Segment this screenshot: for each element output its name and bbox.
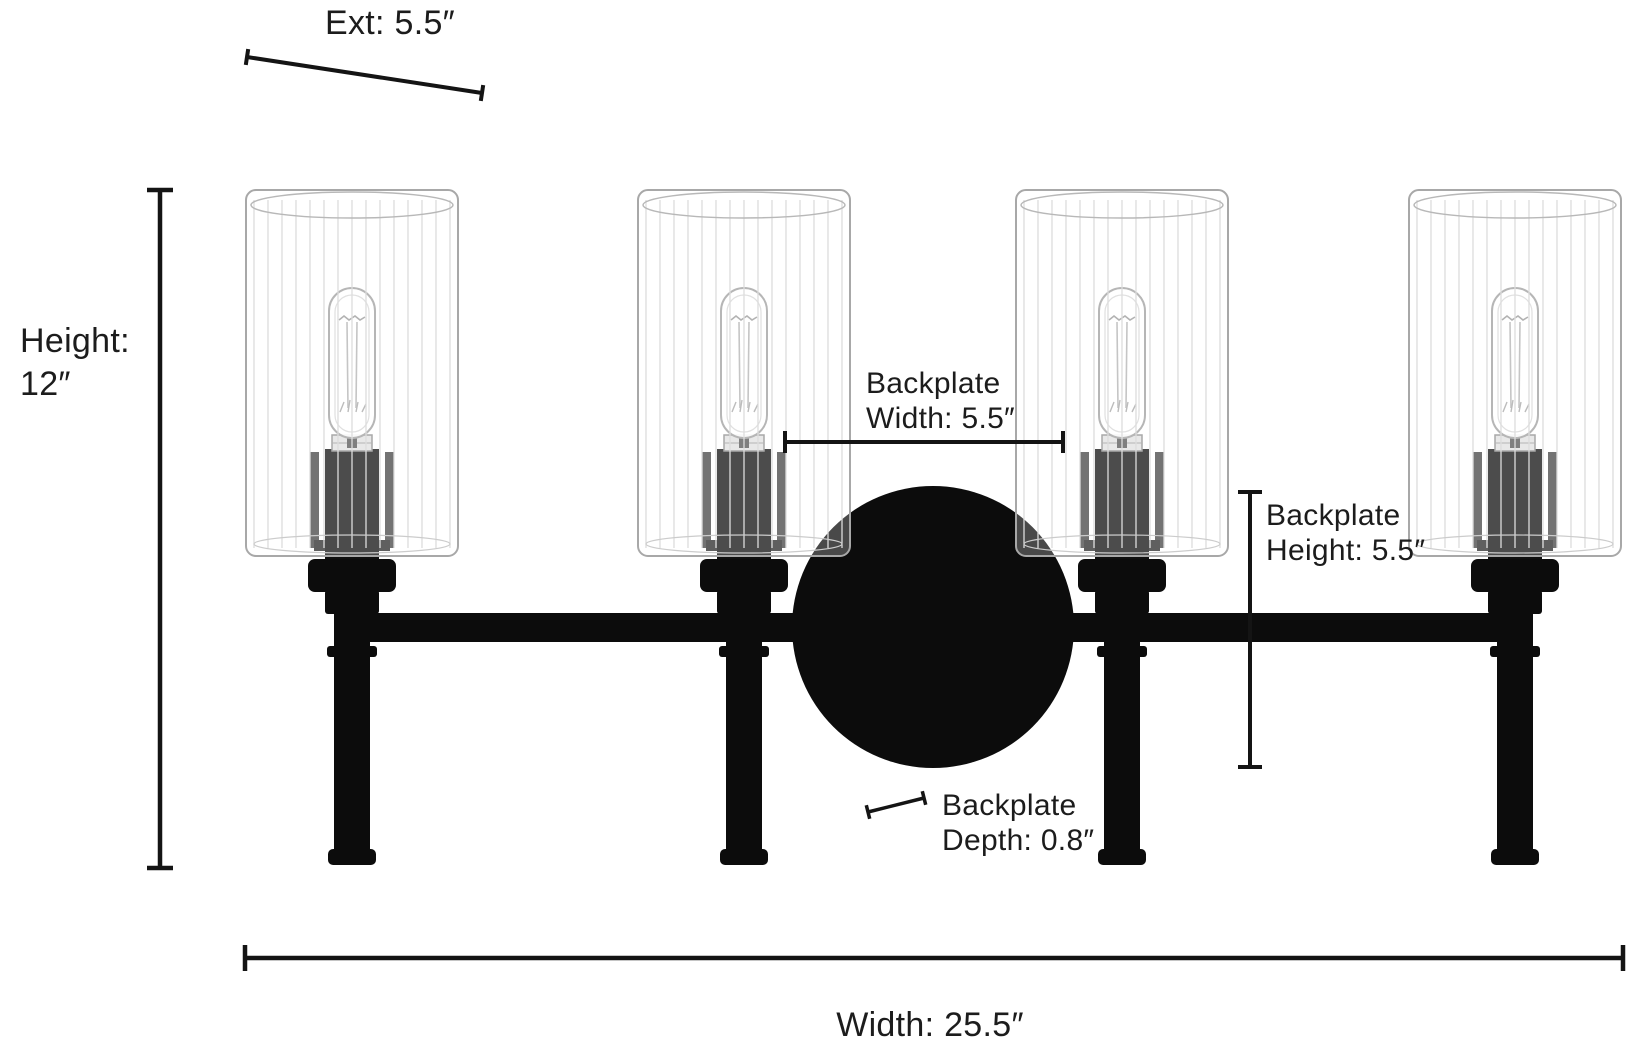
backplate-height-label: Backplate Height: 5.5″	[1266, 499, 1426, 568]
backplate-depth-dimension-line	[864, 790, 928, 820]
width-dimension-line	[242, 945, 1626, 971]
backplate-width-dimension-line	[783, 431, 1065, 453]
height-dimension-line	[147, 187, 173, 871]
backplate-depth-label: Backplate Depth: 0.8″	[942, 789, 1095, 858]
backplate-width-label: Backplate Width: 5.5″	[866, 367, 1015, 436]
ext-dimension-line	[243, 48, 486, 102]
height-dimension-label: Height: 12″	[20, 322, 130, 403]
ext-dimension-label: Ext: 5.5″	[324, 4, 456, 42]
crossbar	[345, 613, 1523, 642]
backplate-height-dimension-line	[1238, 490, 1262, 769]
width-dimension-label: Width: 25.5″	[836, 1006, 1024, 1044]
